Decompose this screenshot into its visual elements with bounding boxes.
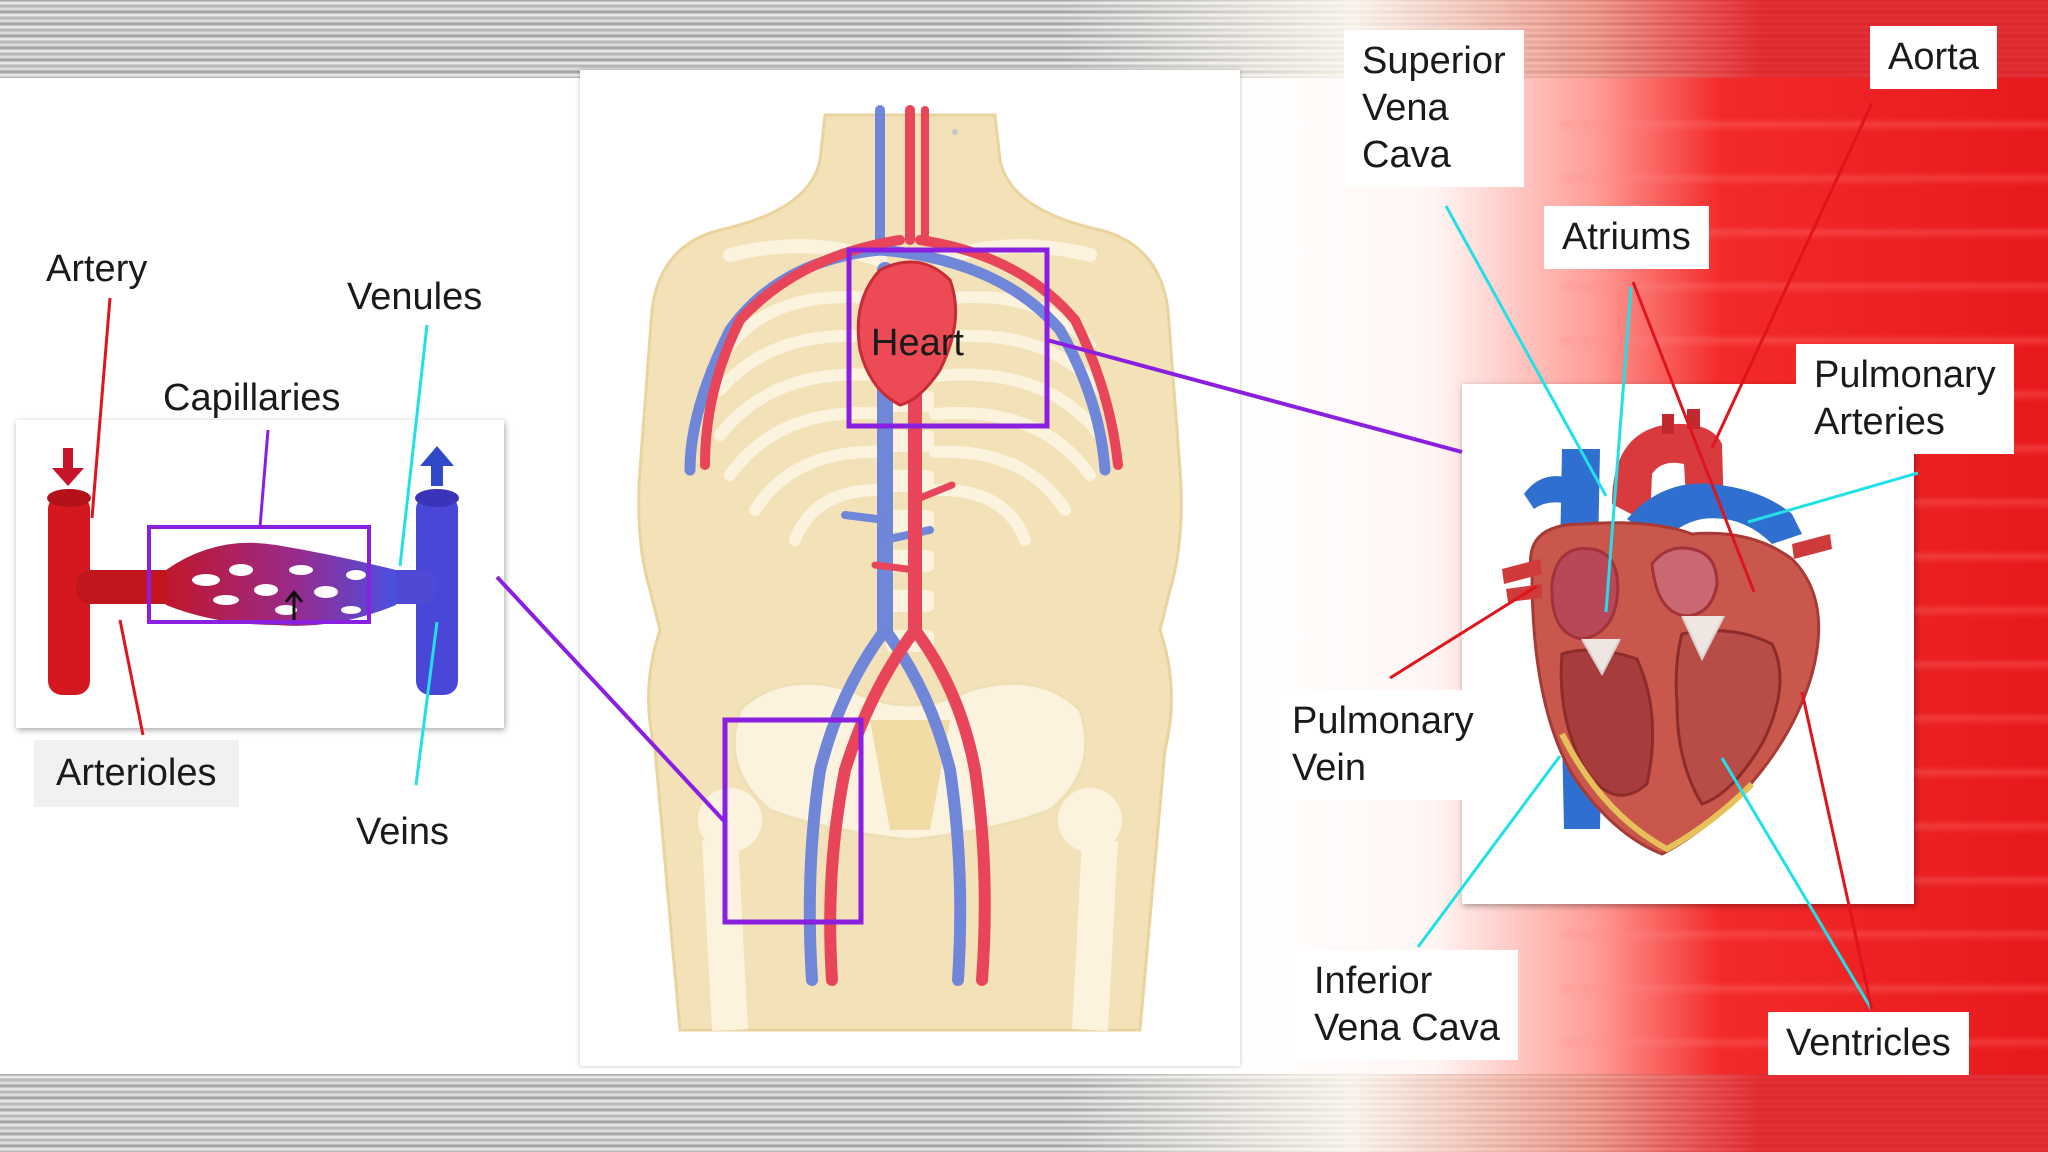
- vein-vessel: [416, 495, 458, 695]
- label-inferior-vena-cava: Inferior Vena Cava: [1296, 950, 1518, 1060]
- label-capillaries: Capillaries: [163, 377, 341, 419]
- coronary-edge: [1559, 732, 1755, 853]
- leader-ventricles-red: [1800, 691, 1874, 1011]
- pulmonary-vein-vessel: [1502, 559, 1542, 584]
- label-line: Superior: [1362, 40, 1506, 82]
- label-line: Pulmonary: [1292, 700, 1474, 742]
- leader-pulmonary-arteries: [1747, 471, 1919, 524]
- leader-superior-vena-cava: [1444, 205, 1608, 497]
- speck: [952, 129, 958, 135]
- artery-vessel: [48, 495, 90, 695]
- leader-artery: [90, 297, 112, 519]
- leader-atriums-cyan: [1604, 286, 1633, 613]
- label-ventricles: Ventricles: [1768, 1012, 1969, 1075]
- arrow-up-icon: [420, 446, 454, 486]
- label-line: Vena: [1362, 87, 1449, 129]
- label-line: Arteries: [1814, 401, 1945, 443]
- pulmonary-vein-right: [1792, 534, 1832, 559]
- capillary-highlight-box: [147, 525, 371, 624]
- femur-head-left: [698, 788, 762, 852]
- label-line: Pulmonary: [1814, 354, 1996, 396]
- capillary-gaps: [192, 564, 366, 615]
- leader-arterioles: [118, 619, 145, 736]
- arteries-network: [700, 105, 1123, 986]
- label-venules: Venules: [347, 276, 483, 318]
- label-line: Vein: [1292, 747, 1366, 789]
- valve-mitral: [1681, 615, 1725, 662]
- right-atrium-chamber: [1550, 546, 1620, 641]
- sacrum: [870, 720, 950, 830]
- flow-arrow-small: [284, 589, 304, 620]
- heart-organ: [856, 260, 958, 407]
- label-pulmonary-vein: Pulmonary Vein: [1274, 690, 1492, 800]
- clavicle-right: [933, 239, 1097, 267]
- leader-aorta: [1710, 102, 1874, 449]
- arrow-down-icon: [52, 448, 84, 486]
- heart-connector-line: [1046, 338, 1463, 454]
- leader-inferior-vena-cava: [1416, 755, 1562, 948]
- label-aorta: Aorta: [1870, 26, 1997, 89]
- leader-pulmonary-vein: [1389, 584, 1538, 680]
- label-atriums: Atriums: [1544, 206, 1709, 269]
- leader-venules: [398, 324, 429, 567]
- label-superior-vena-cava: Superior Vena Cava: [1344, 30, 1524, 187]
- label-line: Inferior: [1314, 960, 1433, 1002]
- leader-ventricles-cyan: [1720, 757, 1874, 1011]
- label-line: Vena Cava: [1314, 1007, 1500, 1049]
- leader-atriums-red: [1631, 281, 1756, 593]
- blood-vessel-panel: [16, 420, 504, 728]
- label-artery: Artery: [46, 248, 148, 290]
- label-line: Cava: [1362, 134, 1451, 176]
- femur-right: [1072, 839, 1118, 1031]
- femur-left: [702, 839, 748, 1031]
- left-atrium-chamber: [1650, 546, 1719, 618]
- vessel-illustration: [47, 446, 459, 695]
- label-heart: Heart: [871, 322, 964, 364]
- label-pulmonary-arteries: Pulmonary Arteries: [1796, 344, 2014, 454]
- femur-head-right: [1058, 788, 1122, 852]
- capillary-network: [166, 542, 396, 626]
- groin-highlight-box: [722, 717, 864, 925]
- leader-capillaries: [258, 429, 270, 528]
- heart-illustration: [1502, 409, 1832, 856]
- leader-veins: [414, 621, 439, 786]
- right-ventricle-chamber: [1559, 648, 1655, 797]
- label-veins: Veins: [356, 811, 449, 853]
- valve-tricuspid: [1581, 638, 1621, 677]
- vessel-connector-line: [495, 575, 727, 824]
- label-arterioles: Arterioles: [34, 740, 239, 807]
- heart-cross-section-panel: [1462, 384, 1914, 904]
- heart-highlight-box: [846, 247, 1050, 429]
